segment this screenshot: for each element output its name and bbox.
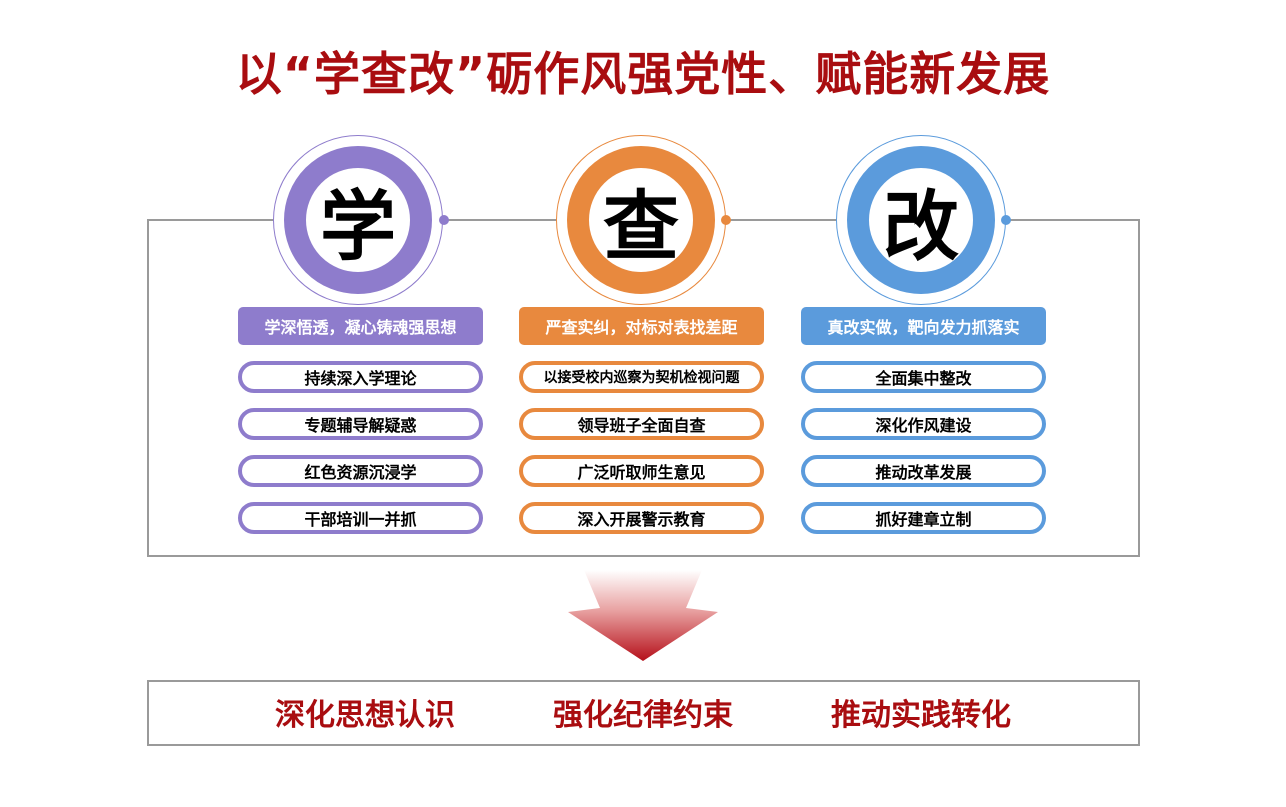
list-item: 推动改革发展: [801, 455, 1046, 487]
list-item: 深入开展警示教育: [519, 502, 764, 534]
list-item: 深化作风建设: [801, 408, 1046, 440]
list-item: 专题辅导解疑惑: [238, 408, 483, 440]
list-item: 持续深入学理论: [238, 361, 483, 393]
ring-dot: [1001, 215, 1011, 225]
connector-line: [726, 219, 836, 221]
list-item: 以接受校内巡察为契机检视问题: [519, 361, 764, 393]
column-heading: 学深悟透，凝心铸魂强思想: [238, 307, 483, 345]
circle-char-xue: 学: [284, 146, 432, 294]
list-item: 抓好建章立制: [801, 502, 1046, 534]
list-item: 干部培训一并抓: [238, 502, 483, 534]
outcome-text: 推动实践转化: [831, 698, 1011, 733]
ring-dot: [721, 215, 731, 225]
connector-line: [444, 219, 556, 221]
outcome-frame: [147, 680, 1140, 746]
ring-dot: [439, 215, 449, 225]
down-arrow-icon: [568, 570, 718, 661]
column-heading: 真改实做，靶向发力抓落实: [801, 307, 1046, 345]
connector-line: [147, 219, 273, 221]
list-item: 广泛听取师生意见: [519, 455, 764, 487]
page-title: 以“学查改”砺作风强党性、赋能新发展: [235, 47, 1051, 101]
list-item: 红色资源沉浸学: [238, 455, 483, 487]
circle-char-cha: 查: [567, 146, 715, 294]
outcome-text: 深化思想认识: [275, 698, 455, 733]
connector-line: [1006, 219, 1138, 221]
list-item: 全面集中整改: [801, 361, 1046, 393]
list-item: 领导班子全面自查: [519, 408, 764, 440]
circle-char-gai: 改: [847, 146, 995, 294]
main-frame: [147, 219, 1140, 557]
column-heading: 严查实纠，对标对表找差距: [519, 307, 764, 345]
outcome-text: 强化纪律约束: [553, 698, 733, 733]
